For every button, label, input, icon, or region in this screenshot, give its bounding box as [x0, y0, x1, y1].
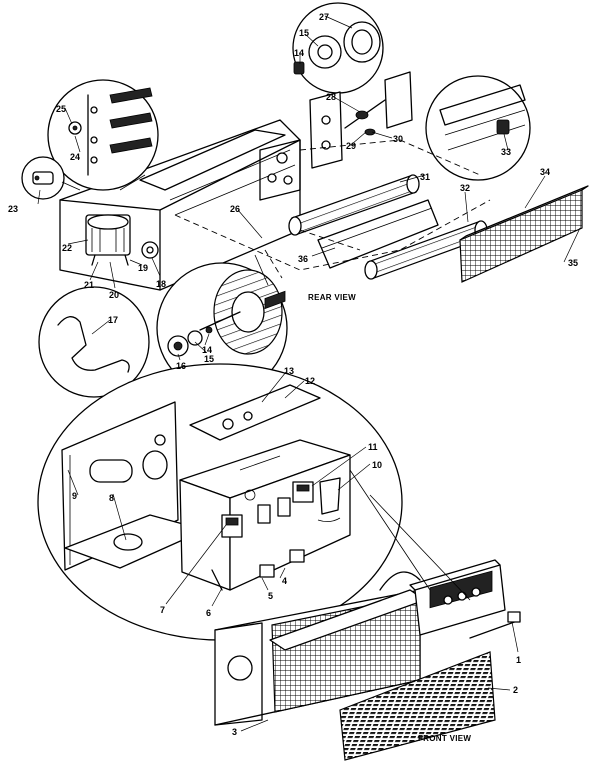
callout-14-fan: 14 [202, 345, 212, 355]
callout-17: 17 [108, 315, 118, 325]
callout-16: 16 [176, 361, 186, 371]
callout-36: 36 [298, 254, 308, 264]
callout-labels: 1 2 3 4 5 6 7 8 9 10 11 12 13 14 14 15 1… [8, 12, 578, 737]
callout-20: 20 [109, 290, 119, 300]
front-grille [339, 651, 496, 761]
detail-leaders [61, 174, 269, 286]
callout-leaders [37, 15, 581, 732]
callout-24: 24 [70, 152, 80, 162]
detail-circle-clip [38, 286, 150, 398]
callout-32: 32 [460, 183, 470, 193]
callout-4: 4 [282, 576, 287, 586]
front-detail-leaders [349, 469, 471, 601]
exploded-guide-lines [174, 139, 491, 279]
callout-7: 7 [160, 605, 165, 615]
front-unit [214, 559, 521, 726]
motor-bracket [309, 71, 413, 169]
callout-26: 26 [230, 204, 240, 214]
callout-5: 5 [268, 591, 273, 601]
callout-10: 10 [372, 460, 382, 470]
callout-19: 19 [138, 263, 148, 273]
blower-wheel-lower [364, 220, 488, 280]
callout-11: 11 [368, 442, 378, 452]
callout-29: 29 [346, 141, 356, 151]
callout-30: 30 [393, 134, 403, 144]
callout-18: 18 [156, 279, 166, 289]
callout-25: 25 [56, 104, 66, 114]
detail-circle-controls [37, 290, 403, 641]
callout-2: 2 [513, 685, 518, 695]
front-view-caption: FRONT VIEW [418, 734, 471, 743]
callout-12: 12 [305, 376, 315, 386]
detail-circle-capacitor [21, 156, 65, 200]
callout-6: 6 [206, 608, 211, 618]
detail-circle-terminals [47, 79, 159, 191]
callout-9: 9 [72, 491, 77, 501]
detail-circle-condenser-fan [156, 262, 288, 394]
callout-33: 33 [501, 147, 511, 157]
blower-wheel-upper [288, 174, 420, 236]
callout-3: 3 [232, 727, 237, 737]
callout-23: 23 [8, 204, 18, 214]
callout-15-bearing: 15 [299, 28, 309, 38]
scroll-housing [317, 199, 439, 269]
transformer-assembly [85, 214, 159, 266]
callout-34: 34 [540, 167, 550, 177]
callout-14-bearing: 14 [294, 48, 304, 58]
callout-22: 22 [62, 243, 72, 253]
callout-8: 8 [109, 493, 114, 503]
callout-1: 1 [516, 655, 521, 665]
callout-31: 31 [420, 172, 430, 182]
callout-21: 21 [84, 280, 94, 290]
detail-circle-shaft [425, 75, 531, 181]
rear-view-caption: REAR VIEW [308, 293, 356, 302]
detail-circle-bearing [292, 2, 384, 94]
callout-13: 13 [284, 366, 294, 376]
callout-28: 28 [326, 92, 336, 102]
callout-15-fan: 15 [204, 354, 214, 364]
callout-27: 27 [319, 12, 329, 22]
callout-35: 35 [568, 258, 578, 268]
rear-grille [459, 185, 589, 283]
